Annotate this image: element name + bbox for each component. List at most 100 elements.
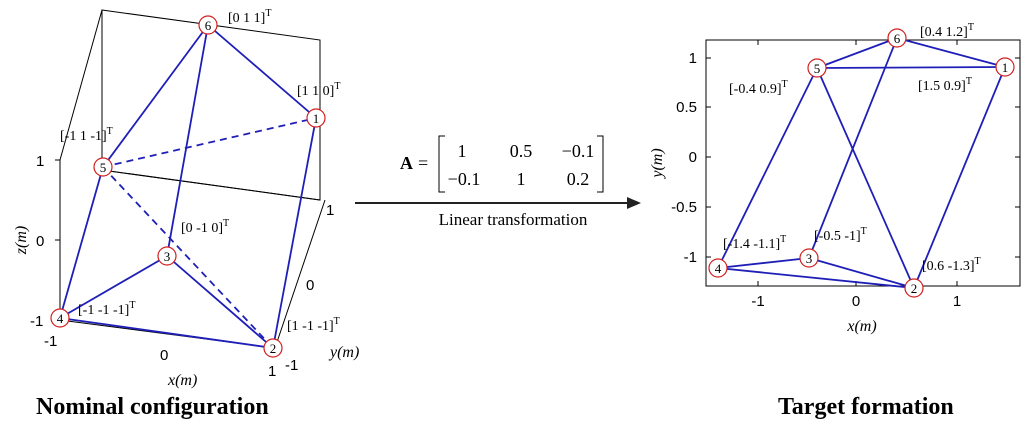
svg-text:3: 3: [164, 249, 171, 264]
matrix-entry: −0.1: [562, 141, 595, 161]
node-4: 4: [50, 308, 70, 328]
edge-3-2: [808, 257, 915, 289]
x-axis-label: x(m): [167, 372, 197, 389]
node-2: 2: [263, 338, 283, 358]
edge-4-2: [717, 267, 915, 289]
svg-text:4: 4: [715, 261, 722, 276]
x-tick: 0: [852, 293, 860, 310]
y-tick-marks: [706, 57, 1020, 258]
x-tick: 1: [953, 293, 961, 310]
right-bracket: [597, 135, 604, 193]
matrix-entry: 1: [517, 169, 526, 189]
transformation-block: A = 1 0.5 −0.1 −0.1 1 0.2 Linear transfo…: [355, 135, 641, 229]
y-axis-label: y(m): [649, 148, 666, 179]
z-tick: 0: [36, 233, 44, 250]
matrix-entry: −0.1: [448, 169, 481, 189]
node-5: 5: [807, 58, 827, 78]
edge-5-2: [816, 67, 915, 289]
x-axis-label: x(m): [846, 318, 876, 335]
svg-text:1: 1: [1002, 60, 1009, 75]
node-2-coord: [1 -1 -1]T: [287, 316, 340, 334]
node-1: 1: [995, 57, 1015, 77]
z-tick: 1: [36, 153, 44, 170]
node-6: 6: [198, 15, 218, 35]
node-6: 6: [887, 28, 907, 48]
y-axis-label: y(m): [328, 344, 359, 361]
x-tick: 0: [160, 347, 168, 364]
z-axis-label: z(m): [13, 226, 30, 255]
y-axis: [274, 199, 326, 349]
edge-4-2: [59, 317, 274, 349]
left-bracket: [438, 135, 445, 193]
edge-1-2: [272, 117, 317, 349]
box-floor-edge: [101, 169, 321, 201]
node-1: 1: [306, 108, 326, 128]
node-1-coord: [1.5 0.9]T: [918, 76, 972, 94]
nominal-configuration-panel: 1 0 -1 -1 0 1 -1 0 1 x(m) y(m) z(m) 1 2 …: [13, 8, 359, 420]
svg-text:5: 5: [814, 61, 821, 76]
edge-5-6: [816, 37, 898, 69]
y-tick: 1: [689, 50, 697, 67]
edge-5-1-hidden: [102, 117, 317, 168]
edge-4-3: [717, 257, 810, 269]
svg-text:3: 3: [806, 251, 813, 266]
y-tick: 0.5: [676, 99, 697, 116]
edge-4-3: [59, 255, 168, 319]
svg-text:2: 2: [270, 341, 277, 356]
node-6-coord: [0.4 1.2]T: [920, 22, 974, 40]
nominal-configuration-caption: Nominal configuration: [36, 394, 269, 420]
y-tick: 1: [326, 202, 334, 219]
edge-1-2: [913, 66, 1006, 289]
edge-6-1: [896, 37, 1006, 68]
svg-text:4: 4: [57, 311, 64, 326]
svg-text:2: 2: [911, 281, 918, 296]
edge-5-1: [816, 66, 1006, 69]
svg-text:6: 6: [894, 31, 901, 46]
edge-3-2: [166, 255, 274, 349]
y-tick: -1: [684, 249, 697, 266]
z-tick: -1: [30, 313, 43, 330]
box-back-face: [101, 9, 321, 201]
node-1-coord: [1 1 0]T: [297, 81, 340, 99]
target-formation-caption: Target formation: [778, 394, 954, 420]
svg-text:6: 6: [205, 18, 212, 33]
node-4-coord: [-1.4 -1.1]T: [723, 234, 786, 252]
y-tick: -1: [285, 357, 298, 374]
node-5: 5: [93, 157, 113, 177]
z-axis-back-edge: [59, 9, 103, 161]
node-5-coord: [-1 1 -1]T: [60, 126, 113, 144]
edge-5-2-hidden: [102, 166, 274, 349]
edge-6-1: [207, 24, 317, 119]
edge-5-4: [717, 67, 818, 269]
node-3-coord: [-0.5 -1]T: [814, 226, 867, 244]
arrow-head-icon: [627, 197, 641, 209]
y-tick: -0.5: [671, 199, 697, 216]
y-tick: 0: [689, 149, 697, 166]
node-3-coord: [0 -1 0]T: [181, 218, 229, 236]
node-2-coord: [0.6 -1.3]T: [922, 256, 981, 274]
edge-6-3: [166, 24, 209, 257]
node-5-coord: [-0.4 0.9]T: [729, 79, 788, 97]
svg-text:5: 5: [100, 160, 107, 175]
matrix-entry: 1: [458, 141, 467, 161]
node-3: 3: [799, 248, 819, 268]
node-4-coord: [-1 -1 -1]T: [78, 300, 135, 318]
node-3: 3: [157, 246, 177, 266]
edge-6-5: [102, 24, 209, 168]
node-2: 2: [904, 278, 924, 298]
matrix-name: A: [400, 153, 413, 173]
plot-frame: [705, 39, 1021, 287]
node-4: 4: [708, 258, 728, 278]
transformation-label: Linear transformation: [439, 210, 588, 229]
x-tick-marks: [757, 40, 958, 286]
x-tick: -1: [44, 333, 57, 350]
y-tick: 0: [306, 277, 314, 294]
x-tick: 1: [268, 363, 276, 380]
edge-5-4: [59, 166, 104, 319]
target-formation-panel: 1 0.5 0 -0.5 -1 -1 0 1 x(m) y(m) 1 2 3 4…: [649, 22, 1021, 420]
equals-sign: =: [418, 153, 428, 173]
node-6-coord: [0 1 1]T: [228, 8, 271, 26]
svg-text:1: 1: [313, 111, 320, 126]
x-tick: -1: [751, 293, 764, 310]
